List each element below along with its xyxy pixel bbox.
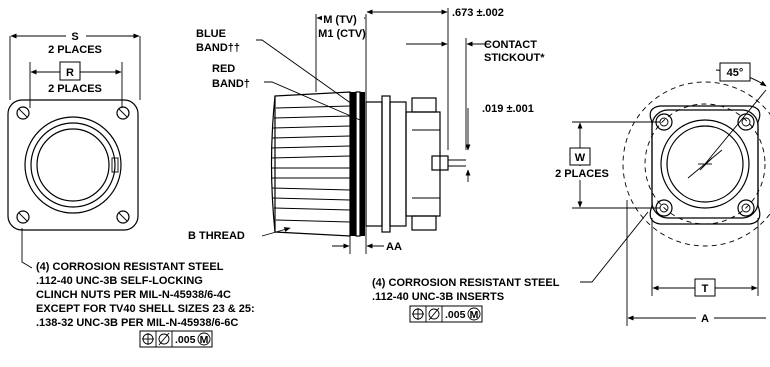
svg-text:.138-32 UNC-3B PER MIL-N-45938: .138-32 UNC-3B PER MIL-N-45938/6-6C xyxy=(36,317,238,329)
rear-flange xyxy=(651,109,759,219)
diameter-icon xyxy=(428,308,440,320)
red-band-line2: BAND† xyxy=(212,78,250,90)
r-places-label: 2 PLACES xyxy=(48,83,102,95)
m1-ctv-label: M1 (CTV) xyxy=(318,28,366,40)
a-label: A xyxy=(701,313,709,325)
s-places-label: 2 PLACES xyxy=(48,44,102,56)
rear-outer-dashed-circle xyxy=(622,81,770,247)
svg-text:.005: .005 xyxy=(445,309,466,321)
svg-text:CLINCH NUTS PER MIL-N-45938/6-: CLINCH NUTS PER MIL-N-45938/6-4C xyxy=(36,289,231,301)
contact-stickout-line2: STICKOUT* xyxy=(484,52,545,64)
w-label: W xyxy=(575,152,586,164)
left-mounting-holes xyxy=(16,106,130,224)
red-band-line1: RED xyxy=(212,63,235,75)
tolerance-frame-left: .005 M xyxy=(139,330,213,348)
aa-label: AA xyxy=(386,241,402,253)
m-tv-label: M (TV) xyxy=(323,14,357,26)
blue-band-line1: BLUE xyxy=(196,28,226,40)
rear-view: W 2 PLACES T A 45° xyxy=(548,62,770,326)
blue-band-line2: BAND†† xyxy=(196,42,240,54)
left-flange xyxy=(7,99,139,231)
dim-673-label: .673 ±.002 xyxy=(452,7,504,19)
svg-text:.005: .005 xyxy=(175,334,196,346)
w-places-label: 2 PLACES xyxy=(555,168,609,180)
svg-text:M: M xyxy=(470,309,479,321)
diameter-icon xyxy=(158,333,170,345)
red-band xyxy=(360,92,365,236)
angle-45-label: 45° xyxy=(727,67,744,79)
tolerance-frame-mid: .005 M xyxy=(409,305,483,323)
r-label: R xyxy=(66,67,74,79)
svg-text:(4) CORROSION RESISTANT STEEL: (4) CORROSION RESISTANT STEEL xyxy=(372,277,560,289)
left-view: S 2 PLACES R 2 PLACES xyxy=(7,28,141,231)
b-thread-label: B THREAD xyxy=(188,230,245,242)
side-view: M (TV) M1 (CTV) .673 ±.002 CONTACT STICK… xyxy=(188,7,545,254)
side-flange xyxy=(365,101,383,227)
inserts-note: (4) CORROSION RESISTANT STEEL .112-40 UN… xyxy=(372,211,649,303)
dim-019-label: .019 ±.001 xyxy=(482,103,534,115)
svg-text:.112-40 UNC-3B SELF-LOCKING: .112-40 UNC-3B SELF-LOCKING xyxy=(36,275,203,287)
contact-stickout-line1: CONTACT xyxy=(484,39,537,51)
clinch-nut-note: (4) CORROSION RESISTANT STEEL .112-40 UN… xyxy=(21,228,255,329)
blue-band xyxy=(350,92,356,236)
t-label: T xyxy=(702,283,709,295)
svg-text:(4) CORROSION RESISTANT STEEL: (4) CORROSION RESISTANT STEEL xyxy=(36,261,224,273)
left-outer-ring xyxy=(24,116,122,214)
svg-text:EXCEPT FOR TV40 SHELL SIZES 23: EXCEPT FOR TV40 SHELL SIZES 23 & 25: xyxy=(36,303,255,315)
svg-text:.112-40 UNC-3B INSERTS: .112-40 UNC-3B INSERTS xyxy=(372,291,504,303)
svg-text:M: M xyxy=(200,334,209,346)
s-label: S xyxy=(71,31,78,43)
contact xyxy=(431,155,449,171)
